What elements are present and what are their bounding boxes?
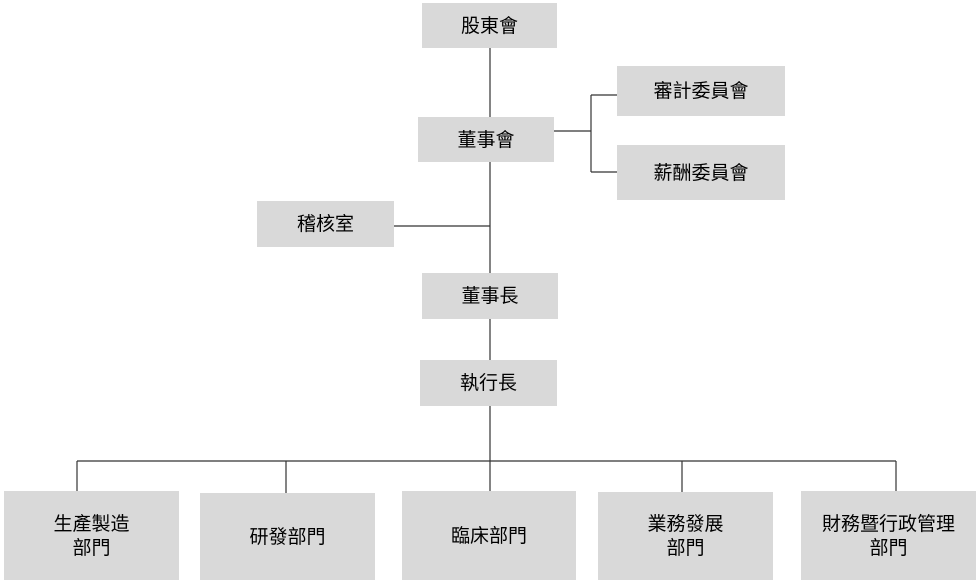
- department-box: 財務暨行政管理 部門: [801, 491, 976, 580]
- ceo-box: 執行長: [420, 360, 557, 406]
- department-box: 研發部門: [200, 493, 375, 580]
- department-box: 業務發展 部門: [598, 492, 773, 580]
- remuneration-committee-box: 薪酬委員會: [617, 145, 785, 200]
- audit-committee-box: 審計委員會: [617, 66, 785, 116]
- department-box: 臨床部門: [402, 491, 576, 580]
- board-of-directors-box: 董事會: [418, 117, 554, 162]
- shareholders-meeting-box: 股東會: [422, 3, 557, 48]
- department-box: 生產製造 部門: [4, 491, 179, 580]
- chairman-box: 董事長: [422, 273, 558, 319]
- internal-audit-office-box: 稽核室: [257, 201, 394, 247]
